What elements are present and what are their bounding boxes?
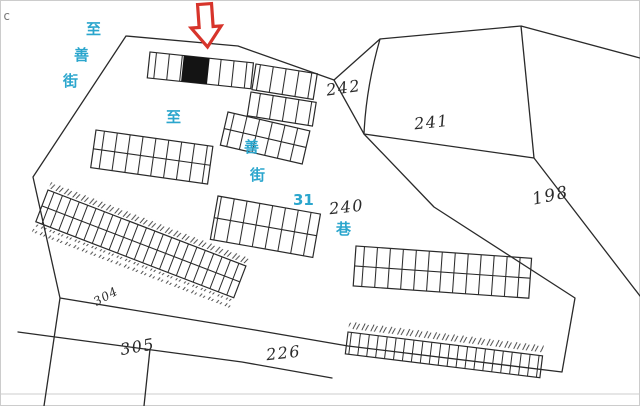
lot-number-scribbles [348,321,544,354]
lot-strip-left-block [90,129,214,185]
lot-strip-rect [344,331,544,379]
lot-strip-midline [214,217,317,237]
highlighted-parcel [181,55,210,85]
lot-strip-right-long [352,245,533,299]
lot-strip-bottom [344,321,544,379]
lot-strip-row2 [246,91,317,127]
lot-number-scribbles [48,179,250,265]
lot-strip-midline [41,205,241,283]
street-zhishan-left-char1: 至 [86,20,101,38]
lot-strip-mid-block [219,111,311,165]
boundary-right-region [333,25,640,297]
street-zhishan-left-char3: 街 [62,72,78,90]
plot-number-241: 241 [412,111,450,134]
plot-number-305: 305 [119,334,157,359]
lot-strip-top-right [251,63,318,101]
lot-number-scribbles [31,223,234,308]
lane-31-number: 31 [293,191,314,209]
highlight-arrow-icon [187,1,225,50]
lot-strip-top [146,51,255,90]
boundary-road-bottom [17,331,333,406]
lot-strip-midline [93,148,211,166]
plot-number-242: 242 [324,76,362,100]
lane-31-char: 巷 [335,220,352,238]
street-zhishan-mid-char2: 善 [244,138,259,156]
lot-strip-midline [224,128,307,148]
street-zhishan-mid-char1: 至 [166,108,181,126]
lot-strip-long-diagonal [31,179,250,308]
plot-number-198: 198 [530,182,570,209]
plot-number-226: 226 [264,342,302,365]
scan-corner-mark: c [3,9,10,23]
lot-strip-rect [251,63,318,101]
lot-strip-midline [354,265,531,279]
lot-strip-center-block [209,195,322,259]
lot-strip-rect [246,91,317,127]
plot-number-240: 240 [327,196,365,219]
street-zhishan-left-char2: 善 [74,46,89,64]
street-zhishan-mid-char3: 街 [249,166,265,184]
